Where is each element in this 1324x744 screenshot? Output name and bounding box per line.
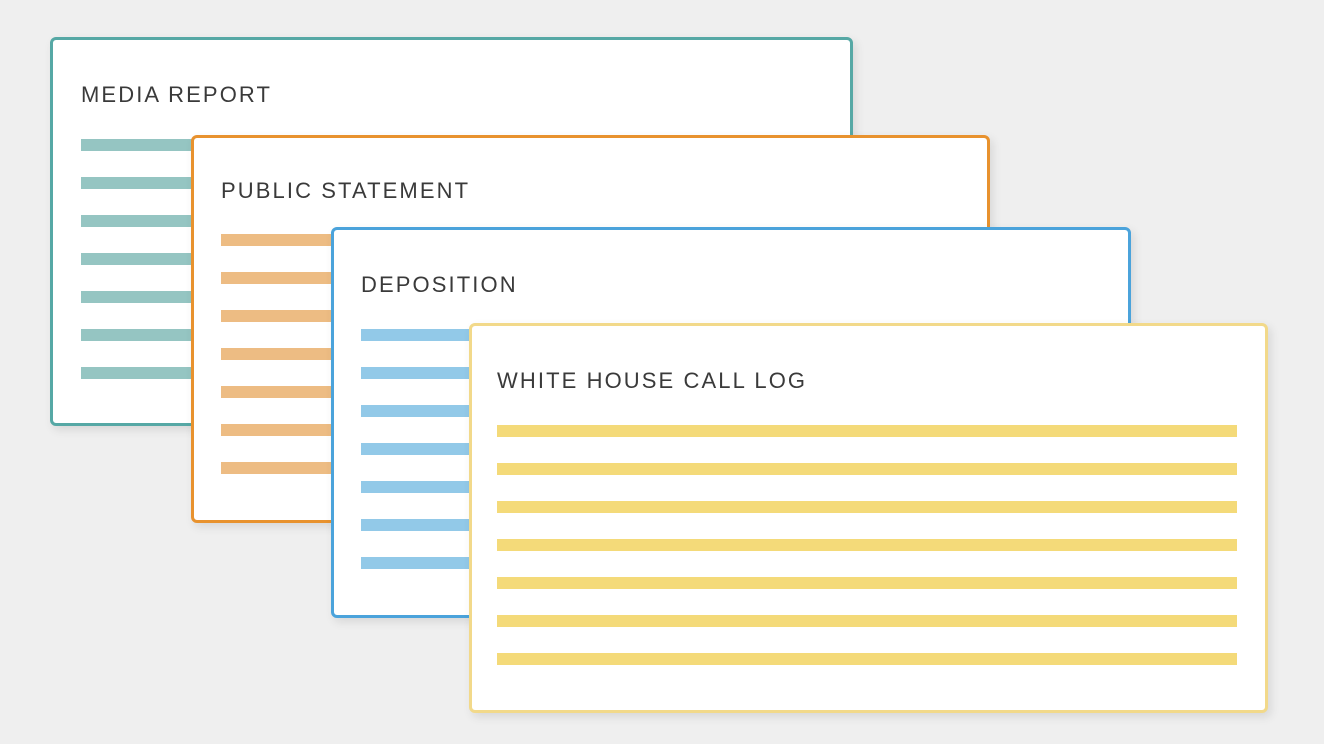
document-text-line: [497, 615, 1237, 627]
document-text-line: [497, 539, 1237, 551]
document-text-line: [497, 463, 1237, 475]
document-card-white-house-call-log[interactable]: WHITE HOUSE CALL LOG: [469, 323, 1268, 713]
document-card-title: WHITE HOUSE CALL LOG: [497, 368, 808, 393]
document-card-title: DEPOSITION: [361, 272, 518, 297]
document-card-title: MEDIA REPORT: [81, 82, 273, 107]
document-text-line: [497, 425, 1237, 437]
document-text-line: [497, 653, 1237, 665]
document-card-title: PUBLIC STATEMENT: [221, 178, 471, 203]
document-text-line: [497, 501, 1237, 513]
document-text-lines: [497, 425, 1237, 691]
document-text-line: [497, 577, 1237, 589]
